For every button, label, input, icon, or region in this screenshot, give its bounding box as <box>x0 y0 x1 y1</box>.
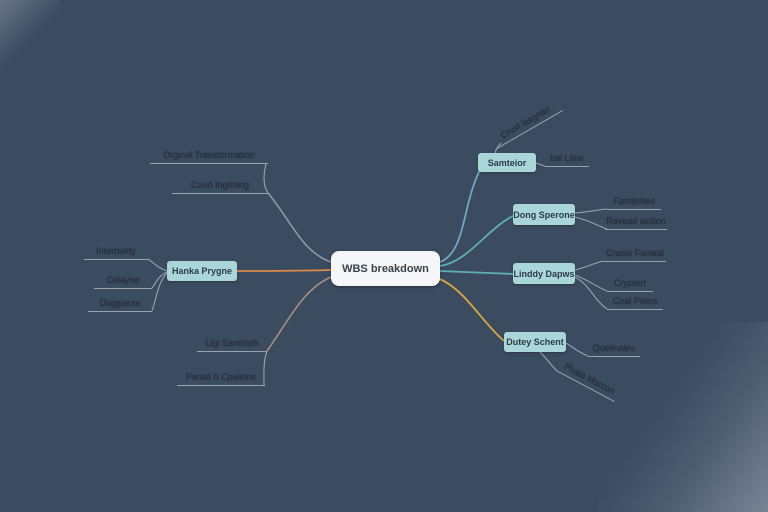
connector-right-bottom-diag <box>539 351 558 372</box>
connector-right-mid2-sub1 <box>574 260 605 271</box>
node-right-mid1-sub2[interactable]: Ravead axition <box>605 215 667 230</box>
node-left-mid-sub3[interactable]: Diagparze <box>88 297 152 312</box>
branch-curve-right-bottom <box>439 278 505 342</box>
connector-right-mid1-sub2 <box>574 216 608 230</box>
connector-right-mid2-sub3 <box>574 276 608 310</box>
branch-curve-right-mid2 <box>439 270 514 275</box>
node-left-top-title[interactable]: Orginal Transformation <box>150 149 268 164</box>
central-node[interactable]: WBS breakdown <box>331 251 440 286</box>
branch-curve-left-bottom <box>266 276 332 352</box>
connector-left-mid-sub1 <box>147 258 168 272</box>
node-right-mid2-sub3[interactable]: Coal Priers <box>607 295 663 310</box>
connector-right-bottom-sub <box>565 342 589 357</box>
node-right-top-box[interactable]: Samteior <box>478 153 536 172</box>
connector-right-mid2-sub2 <box>574 274 608 292</box>
node-left-bottom-title[interactable]: Ligl Samtrath <box>197 337 267 352</box>
node-left-bottom-sub[interactable]: Panali h Cpaiions <box>177 371 265 386</box>
node-right-bottom-box[interactable]: Dutey Schent <box>504 332 566 352</box>
node-right-mid2-sub2[interactable]: Cryptert <box>607 277 653 292</box>
node-left-mid-sub1[interactable]: Interbekty <box>84 245 148 260</box>
node-right-mid2-sub1[interactable]: Crasie Fanwal <box>604 247 666 262</box>
node-right-top-sub[interactable]: bal Litne <box>545 152 589 167</box>
connector-right-top-diag <box>494 142 502 154</box>
branch-curve-left-top <box>267 192 332 263</box>
node-right-mid1-sub1[interactable]: Famtjeltes <box>607 195 661 210</box>
connector-left-mid-sub2 <box>151 271 168 289</box>
node-left-mid-box[interactable]: Hanka Prygne <box>167 261 237 281</box>
node-left-mid-sub2[interactable]: Celayne <box>94 274 152 289</box>
branch-curve-left-mid <box>236 269 332 272</box>
node-right-mid1-box[interactable]: Dong Sperone <box>513 204 575 225</box>
connector-left-bottom-sub <box>263 350 268 386</box>
branch-curve-right-top <box>439 169 481 263</box>
connector-left-top-sub <box>263 163 269 194</box>
connector-left-mid-sub3 <box>151 272 168 312</box>
connector-right-mid1-sub1 <box>574 208 608 214</box>
connector-right-top-sub <box>535 162 546 167</box>
node-left-top-sub[interactable]: Coud Ingtining <box>172 179 268 194</box>
node-right-bottom-sub[interactable]: Quelinales <box>588 342 640 357</box>
node-right-mid2-box[interactable]: Linddy Dapws <box>513 263 575 284</box>
branch-curve-right-mid1 <box>439 215 514 267</box>
